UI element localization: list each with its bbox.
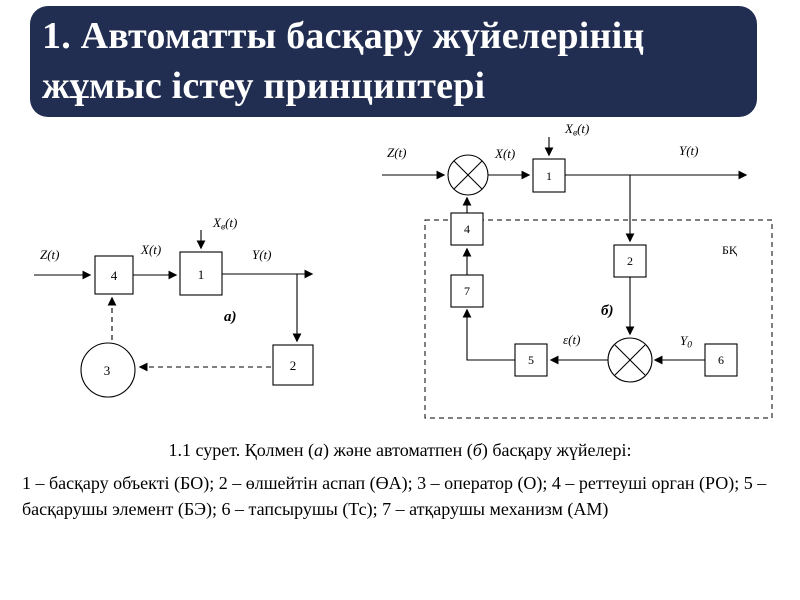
signal-z-b: Z(t) — [387, 145, 407, 160]
signal-y0-b: Y0 — [680, 333, 692, 351]
block-b-6-number: 6 — [718, 353, 724, 367]
caption-part1: 1.1 сурет. Қолмен ( — [168, 440, 314, 460]
block-b-1-number: 1 — [546, 169, 552, 183]
signal-y-b: Y(t) — [679, 143, 699, 158]
signal-eps-b: ε(t) — [563, 332, 580, 347]
block-b-4 — [450, 212, 484, 246]
block-b-5-number: 5 — [528, 353, 534, 367]
block-b-4-number: 4 — [464, 222, 470, 236]
slide-title-line1: 1. Автоматты басқару жүйелерінің — [42, 15, 645, 57]
block-a-1-number: 1 — [198, 267, 205, 282]
arrow-5-to-7-b — [462, 308, 515, 361]
signal-y-a: Y(t) — [252, 247, 272, 262]
block-b-2-number: 2 — [627, 254, 633, 268]
block-b-7-number: 7 — [464, 284, 470, 298]
diagram-b: БҚ Z(t) X(t) Y(t) Y0 ε(t) Xв(t) 1 — [382, 121, 773, 419]
block-b-1 — [532, 158, 566, 193]
caption-a-italic: а — [314, 440, 323, 460]
block-a-1 — [179, 251, 223, 296]
block-a-4-number: 4 — [111, 268, 118, 283]
block-a-2 — [272, 344, 314, 386]
diagram-b-label: б) — [601, 303, 613, 319]
signal-xv-a: Xв(t) — [212, 215, 237, 233]
block-a-3-number: 3 — [104, 363, 111, 378]
controller-box-label: БҚ — [722, 243, 738, 257]
diagram-a: Z(t) 4 X(t) 1 Xв(t) Y(t) 2 3 а) — [34, 215, 314, 398]
caption-part3: ) басқару жүйелері: — [481, 440, 632, 460]
diagram-a-label: а) — [224, 309, 237, 325]
block-b-2 — [613, 244, 647, 278]
block-a-3-operator-circle — [80, 342, 136, 398]
caption-part2: ) және автоматпен ( — [323, 440, 473, 460]
slide-title-line2: жұмыс істеу принциптері — [42, 65, 486, 107]
signal-z-a: Z(t) — [40, 247, 60, 262]
block-a-2-number: 2 — [290, 358, 297, 373]
caption-b-italic: б — [472, 440, 482, 460]
signal-x-b: X(t) — [494, 146, 515, 161]
figure-caption: 1.1 сурет. Қолмен (а) және автоматпен (б… — [0, 440, 800, 461]
title-banner: 1. Автоматты басқару жүйелерінің жұмыс і… — [30, 6, 757, 117]
block-b-5 — [514, 343, 548, 377]
summator-1-cross-line2 — [453, 160, 483, 190]
block-diagrams: Z(t) 4 X(t) 1 Xв(t) Y(t) 2 3 а) БҚ — [34, 121, 773, 419]
figure-legend: 1 – басқару объекті (БО); 2 – өлшейтін а… — [22, 473, 767, 519]
block-b-6 — [704, 343, 738, 377]
summator-2-cross-line2 — [614, 344, 646, 376]
signal-xv-b: Xв(t) — [564, 121, 589, 139]
signal-x-a: X(t) — [140, 242, 161, 257]
controller-dashed-box — [424, 219, 773, 419]
block-b-7 — [450, 274, 484, 308]
